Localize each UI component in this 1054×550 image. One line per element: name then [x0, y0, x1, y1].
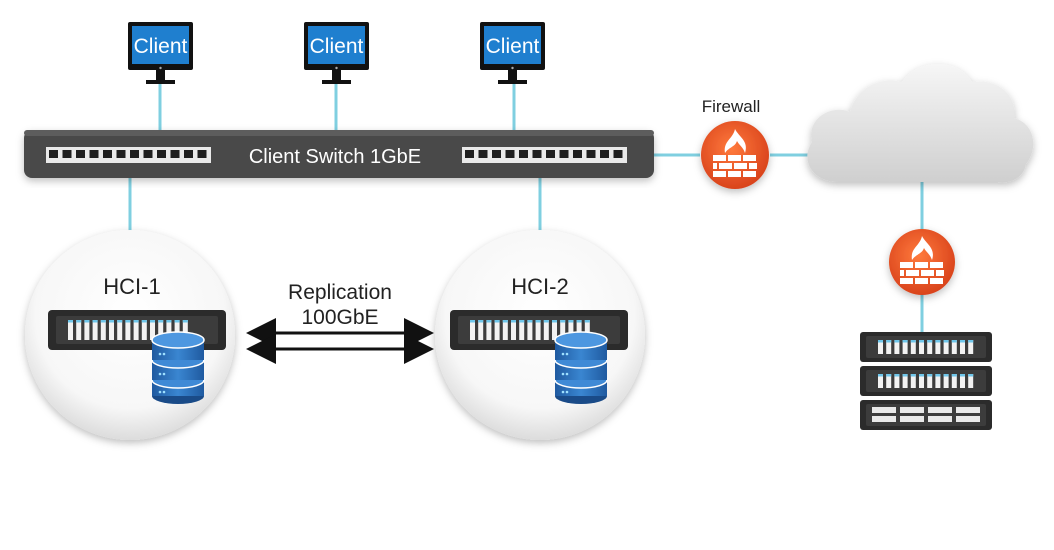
hci-node-1: HCI-1	[25, 230, 235, 440]
node-label: HCI-2	[511, 274, 568, 299]
cloud-icon	[807, 64, 1034, 183]
replication-speed-label: 100GbE	[301, 306, 378, 329]
client-3: Client	[480, 22, 545, 84]
switch-label: Client Switch 1GbE	[249, 146, 421, 168]
client-1: Client	[128, 22, 193, 84]
hci-node-2: HCI-2	[435, 230, 645, 440]
database-icon	[554, 331, 608, 404]
switch-port-icon	[46, 147, 211, 163]
database-icon	[151, 331, 205, 404]
firewall-label: Firewall	[702, 97, 761, 116]
monitor-icon	[128, 22, 193, 84]
firewall-icon	[889, 229, 955, 295]
server-icon	[860, 366, 992, 396]
firewall-icon	[701, 121, 769, 189]
remote-server-stack	[860, 332, 992, 430]
client-2: Client	[304, 22, 369, 84]
monitor-icon	[304, 22, 369, 84]
monitor-icon	[480, 22, 545, 84]
server-icon	[860, 332, 992, 362]
client-label: Client	[310, 35, 364, 58]
switch-port-icon	[462, 147, 627, 163]
client-label: Client	[134, 35, 188, 58]
replication-link: Replication 100GbE	[246, 281, 434, 364]
server-icon	[860, 400, 992, 430]
client-switch: Client Switch 1GbE	[24, 130, 654, 178]
firewall-1: Firewall	[701, 97, 769, 189]
connections	[128, 84, 924, 334]
client-label: Client	[486, 35, 540, 58]
replication-label: Replication	[288, 281, 392, 304]
node-label: HCI-1	[103, 274, 160, 299]
